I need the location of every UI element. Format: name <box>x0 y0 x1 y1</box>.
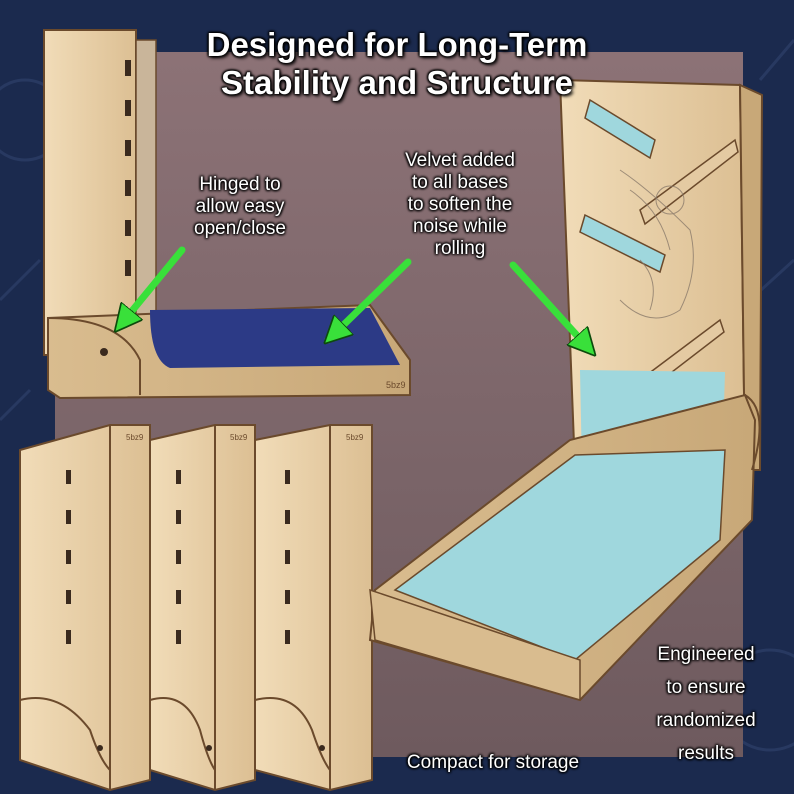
tower-closed-3: 5bz9 <box>254 424 373 792</box>
callout-engineered-line-4: results <box>678 743 734 764</box>
callout-velvet: Velvet added to all bases to soften the … <box>385 150 535 260</box>
engraving-logo: 5bz9 <box>386 380 406 390</box>
callout-hinged: Hinged to allow easy open/close <box>170 174 310 240</box>
callout-hinged-line-2: allow easy <box>195 196 285 217</box>
tower-open-view <box>368 78 764 702</box>
svg-text:5bz9: 5bz9 <box>346 433 364 442</box>
page-title: Designed for Long-Term Stability and Str… <box>0 26 794 102</box>
callout-velvet-line-2: to all bases <box>411 172 509 193</box>
arrow-velvet-left <box>328 258 412 340</box>
tower-closed-1: 5bz9 <box>19 424 151 792</box>
callout-velvet-line-3: to soften the <box>407 194 513 215</box>
callout-engineered-line-2: to ensure <box>666 677 746 698</box>
arrow-velvet-right <box>509 261 592 352</box>
callout-arrows <box>118 246 592 352</box>
title-line-2: Stability and Structure <box>220 64 574 101</box>
callout-hinged-line-1: Hinged to <box>199 174 281 195</box>
callout-hinged-line-3: open/close <box>194 218 286 239</box>
callout-velvet-line-4: noise while <box>413 216 507 237</box>
callout-velvet-line-5: rolling <box>434 238 486 259</box>
arrow-hinge <box>118 246 186 328</box>
callout-engineered: Engineered to ensure randomized results <box>636 638 776 770</box>
callout-velvet-line-1: Velvet added <box>405 150 515 171</box>
tower-closed-2: 5bz9 <box>149 424 256 792</box>
svg-text:5bz9: 5bz9 <box>126 433 144 442</box>
callout-engineered-line-1: Engineered <box>657 644 755 665</box>
callout-compact: Compact for storage <box>378 752 608 774</box>
callout-engineered-line-3: randomized <box>656 710 756 731</box>
stacked-towers: 5bz9 5bz9 5bz9 <box>19 424 373 792</box>
title-line-1: Designed for Long-Term <box>206 26 588 63</box>
callout-compact-text: Compact for storage <box>406 752 580 773</box>
svg-text:5bz9: 5bz9 <box>230 433 248 442</box>
tower-hinged-view: 5bz9 <box>43 29 411 400</box>
